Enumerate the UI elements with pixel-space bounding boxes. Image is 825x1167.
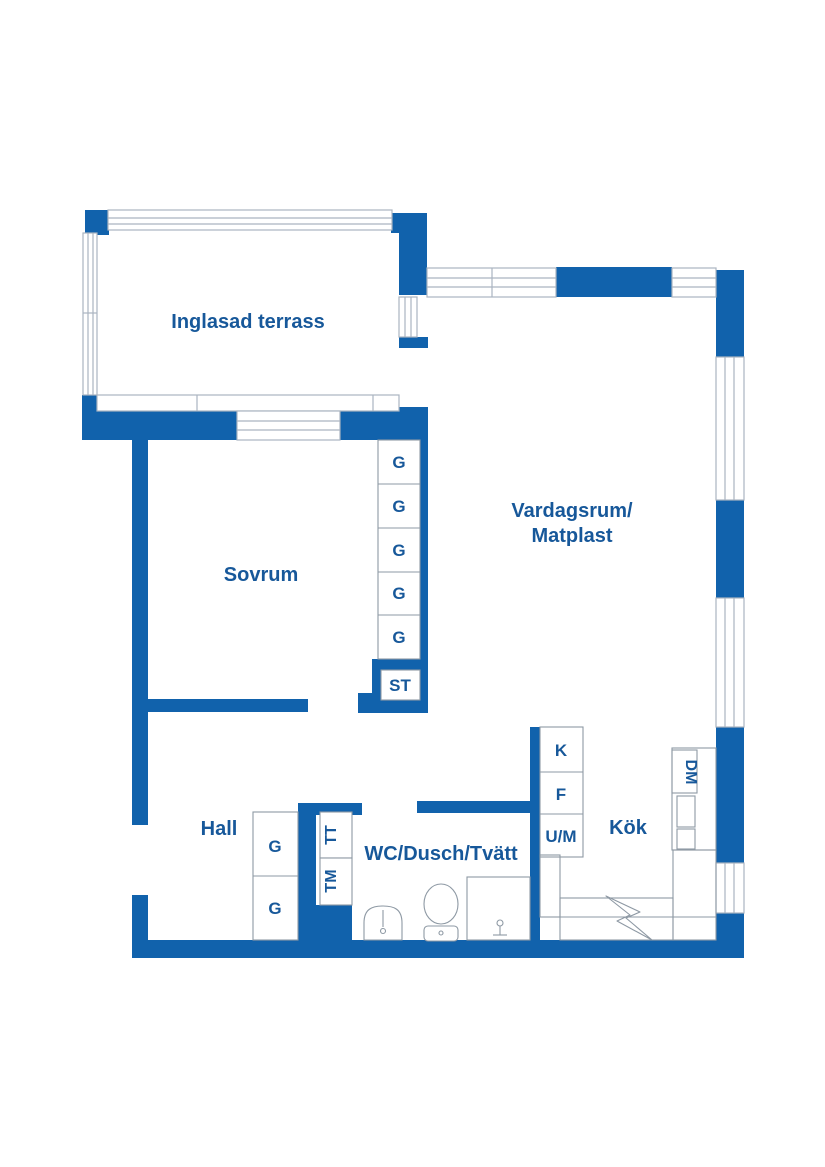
washing-machine-label: TM <box>323 869 340 892</box>
room-label-hall: Hall <box>201 818 238 840</box>
wardrobe-label: G <box>392 541 405 560</box>
room-label-living-2: Matplast <box>531 525 612 547</box>
wardrobe-label: G <box>392 628 405 647</box>
cleaning-closet-label: ST <box>389 676 411 695</box>
cabinets <box>252 439 717 941</box>
room-label-terrace: Inglasad terrass <box>171 311 324 333</box>
dryer-label: TT <box>323 825 340 845</box>
freezer-label: F <box>556 785 566 804</box>
wardrobe-label: G <box>392 497 405 516</box>
room-label-kitchen: Kök <box>609 817 648 839</box>
room-label-bedroom: Sovrum <box>224 564 298 586</box>
fridge-label: K <box>555 741 568 760</box>
wardrobe-label: G <box>392 453 405 472</box>
room-label-bathroom: WC/Dusch/Tvätt <box>364 843 518 865</box>
dishwasher-label: DM <box>682 760 699 785</box>
wardrobe-label: G <box>268 837 281 856</box>
walls <box>82 210 744 958</box>
room-label-living-1: Vardagsrum/ <box>511 500 633 522</box>
oven-microwave-label: U/M <box>545 827 576 846</box>
lightning-icon <box>605 895 653 941</box>
windows <box>82 209 745 914</box>
shower-icon <box>466 876 531 941</box>
bathroom-fixtures <box>363 876 531 942</box>
wardrobe-label: G <box>268 899 281 918</box>
toilet-icon <box>423 883 459 942</box>
wardrobe-label: G <box>392 584 405 603</box>
labels: Inglasad terrass Vardagsrum/ Matplast So… <box>171 311 699 918</box>
sink-icon <box>363 905 403 941</box>
